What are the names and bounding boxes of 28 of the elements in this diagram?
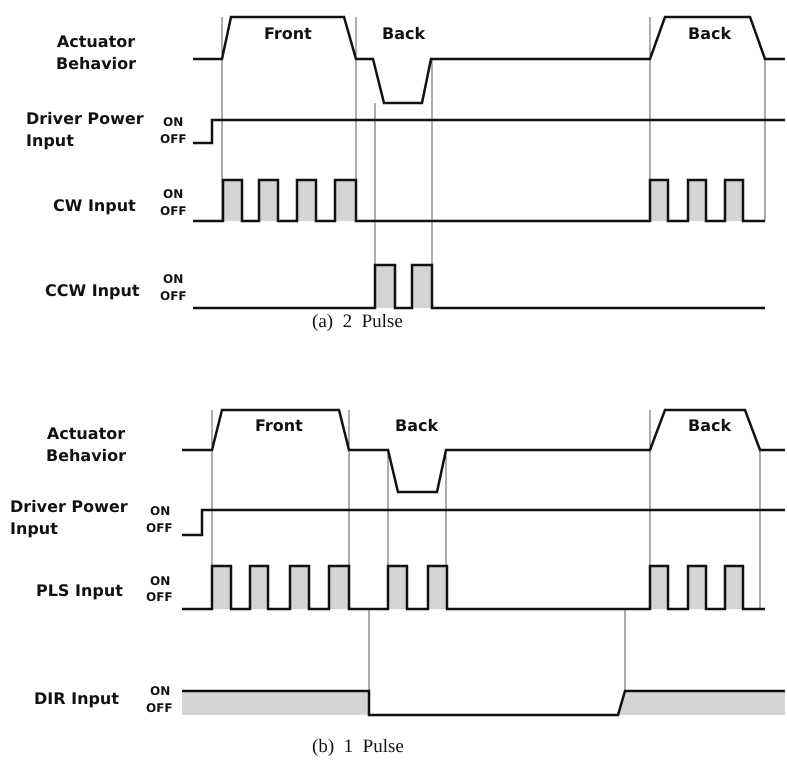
state-label: OFF	[160, 203, 187, 220]
state-label: OFF	[146, 520, 173, 537]
signal-label: Driver Power Input	[10, 496, 129, 540]
state-label: OFF	[160, 288, 187, 305]
signal-label: CCW Input	[45, 280, 140, 302]
phase-label: Front	[255, 415, 303, 437]
phase-label: Back	[688, 415, 732, 437]
signal-label: PLS Input	[36, 580, 123, 602]
phase-label: Back	[395, 415, 438, 437]
phase-label: Back	[688, 23, 732, 45]
signal-label: CW Input	[53, 195, 136, 217]
phase-label: Front	[264, 23, 312, 45]
caption: (a) 2 Pulse	[312, 311, 403, 333]
state-label: ON	[163, 271, 184, 288]
state-label: ON	[150, 503, 170, 520]
state-label: ON	[163, 186, 184, 203]
state-label: ON	[150, 573, 170, 590]
signal-label: Driver Power Input	[26, 108, 145, 152]
signal-label: Actuator Behavior	[54, 31, 138, 75]
phase-label: Back	[382, 23, 426, 45]
state-label: ON	[163, 114, 184, 131]
state-label: ON	[150, 683, 170, 700]
state-label: OFF	[146, 589, 173, 606]
state-label: OFF	[160, 131, 187, 148]
signal-label: Actuator Behavior	[44, 423, 128, 467]
caption: (b) 1 Pulse	[312, 736, 404, 758]
signal-label: DIR Input	[34, 688, 119, 710]
state-label: OFF	[146, 700, 173, 717]
